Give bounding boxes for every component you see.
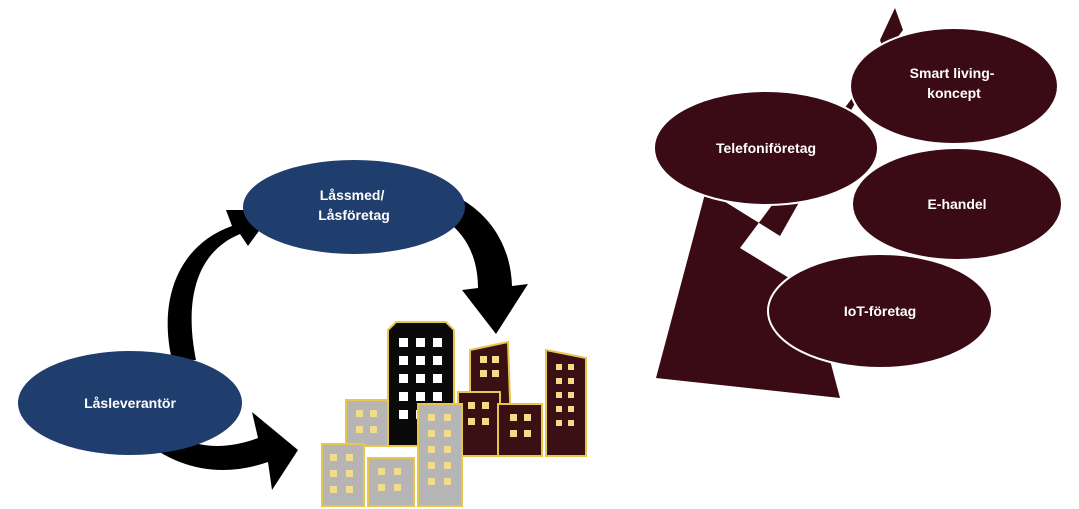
node-lasleverantor-label: Låsleverantör xyxy=(84,395,176,411)
node-lassmed-line-1: Låssmed/ xyxy=(320,187,385,203)
node-ehandel-label: E-handel xyxy=(927,196,986,212)
buildings-illustration xyxy=(321,321,587,507)
node-lassmed-line-2: Låsföretag xyxy=(318,207,390,223)
node-smart-living-line-1: Smart living- xyxy=(910,65,995,81)
node-telefoni-label: Telefoniföretag xyxy=(716,140,816,156)
cycle-arrow-right xyxy=(140,412,298,490)
node-iot: IoT-företag xyxy=(767,253,993,369)
node-smart-living: Smart living- koncept xyxy=(849,27,1059,145)
cycle-arrow-up xyxy=(167,210,274,360)
building-maroon-group xyxy=(457,340,587,457)
node-smart-living-line-2: koncept xyxy=(927,85,981,101)
cycle-arrow-down xyxy=(404,184,528,334)
node-lassmed-label: Låssmed/ Låsföretag xyxy=(318,187,390,223)
node-lasleverantor: Låsleverantör xyxy=(18,351,242,455)
node-smart-living-label: Smart living- koncept xyxy=(910,65,999,101)
node-lassmed: Låssmed/ Låsföretag xyxy=(243,160,465,254)
node-iot-label: IoT-företag xyxy=(844,303,916,319)
node-ehandel: E-handel xyxy=(851,147,1063,261)
node-telefoni: Telefoniföretag xyxy=(653,90,879,206)
building-light-group xyxy=(321,399,463,507)
